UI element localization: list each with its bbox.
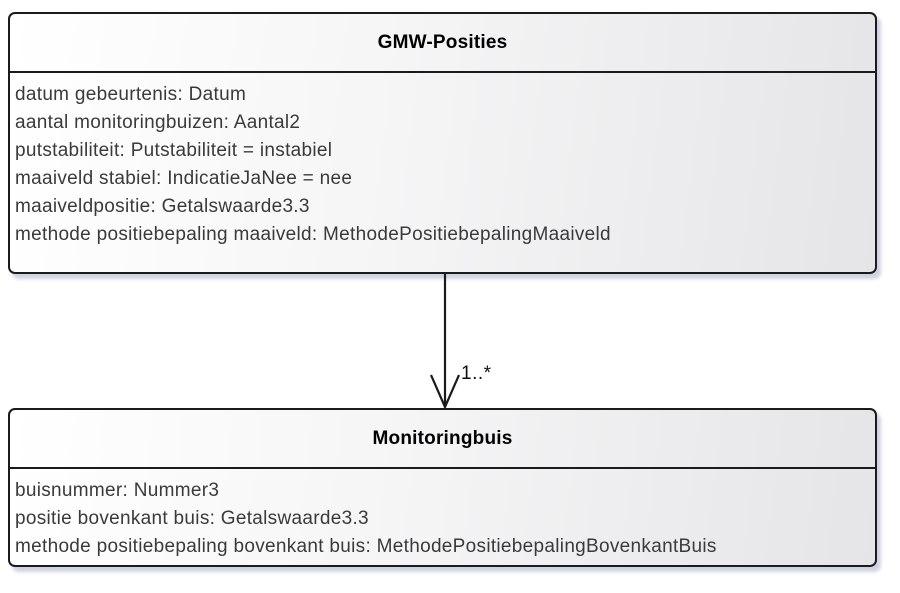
attribute-row: putstabiliteit: Putstabiliteit = instabi… [15, 140, 333, 161]
multiplicity-label: 1..* [461, 363, 492, 384]
attribute-row: datum gebeurtenis: Datum [15, 84, 247, 105]
attribute-row: maaiveld stabiel: IndicatieJaNee = nee [15, 168, 353, 189]
class-box-monitoringbuis[interactable]: Monitoringbuis buisnummer: Nummer3 posit… [8, 408, 877, 567]
attribute-row: methode positiebepaling bovenkant buis: … [15, 536, 717, 557]
class-title-gmw-posities: GMW-Posities [10, 14, 875, 73]
attribute-row: positie bovenkant buis: Getalswaarde3.3 [15, 508, 369, 529]
attribute-row: buisnummer: Nummer3 [15, 480, 220, 501]
open-arrowhead-icon [429, 374, 461, 410]
attribute-row: aantal monitoringbuizen: Aantal2 [15, 112, 301, 133]
class-attributes-gmw-posities: datum gebeurtenis: Datum aantal monitori… [10, 73, 875, 249]
attribute-row: methode positiebepaling maaiveld: Method… [15, 224, 611, 245]
class-attributes-monitoringbuis: buisnummer: Nummer3 positie bovenkant bu… [10, 469, 875, 561]
class-box-gmw-posities[interactable]: GMW-Posities datum gebeurtenis: Datum aa… [8, 12, 877, 274]
attribute-row: maaiveldpositie: Getalswaarde3.3 [15, 196, 310, 217]
association-connector[interactable] [420, 273, 480, 410]
class-title-monitoringbuis: Monitoringbuis [10, 410, 875, 469]
